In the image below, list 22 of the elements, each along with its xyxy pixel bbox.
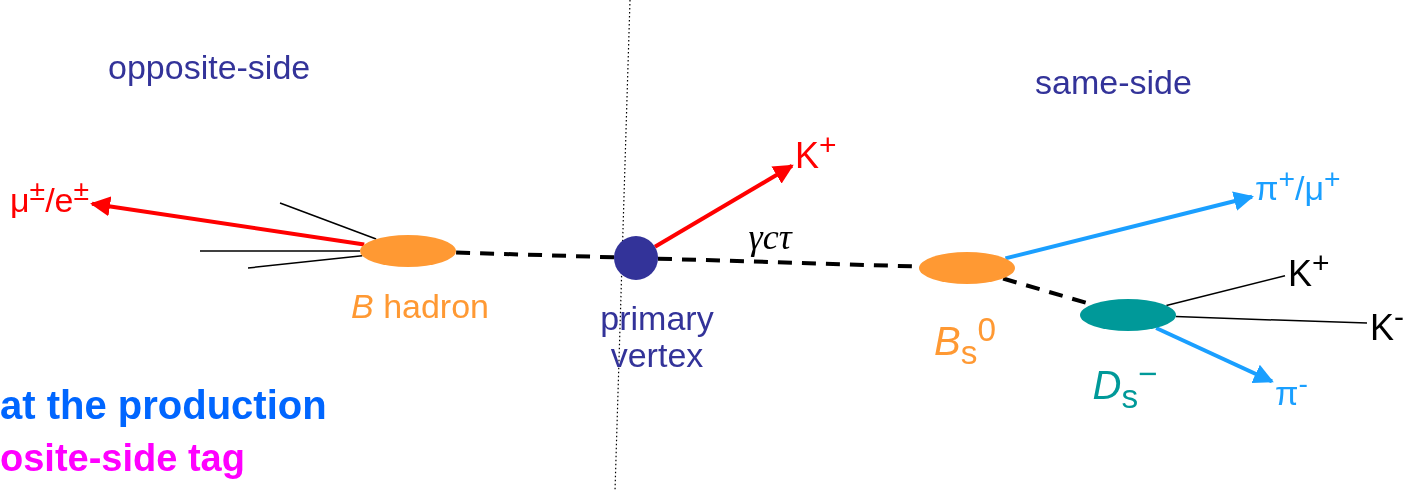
arrow xyxy=(1004,191,1254,261)
particle-label: K$^{-}$ xyxy=(1370,300,1404,348)
arrow xyxy=(653,164,794,249)
particle-label: μ$^{±}$/e$^{±}$ xyxy=(10,175,90,220)
side-heading: opposite-side xyxy=(108,48,311,87)
track-line xyxy=(247,255,363,269)
side-heading: same-side xyxy=(1035,63,1192,102)
track-line xyxy=(1175,315,1368,324)
note-text: at the production xyxy=(0,383,327,428)
particle-label: B hadron xyxy=(351,288,489,326)
particle-label: π$^{+}$/μ$^{+}$ xyxy=(1255,163,1341,208)
track-line xyxy=(279,202,377,240)
arrow xyxy=(90,196,365,247)
arrow xyxy=(1155,326,1274,384)
track-line xyxy=(1165,275,1286,307)
track-line xyxy=(199,250,361,252)
particle-label: K$^{+}$ xyxy=(795,128,837,176)
particle-label: K$^{+}$ xyxy=(1288,246,1330,294)
particle-label: π$^{-}$ xyxy=(1275,368,1308,413)
dashed-line xyxy=(455,250,615,260)
note-text: osite-side tag xyxy=(0,437,245,480)
vertex-label: primary vertex xyxy=(599,300,715,375)
